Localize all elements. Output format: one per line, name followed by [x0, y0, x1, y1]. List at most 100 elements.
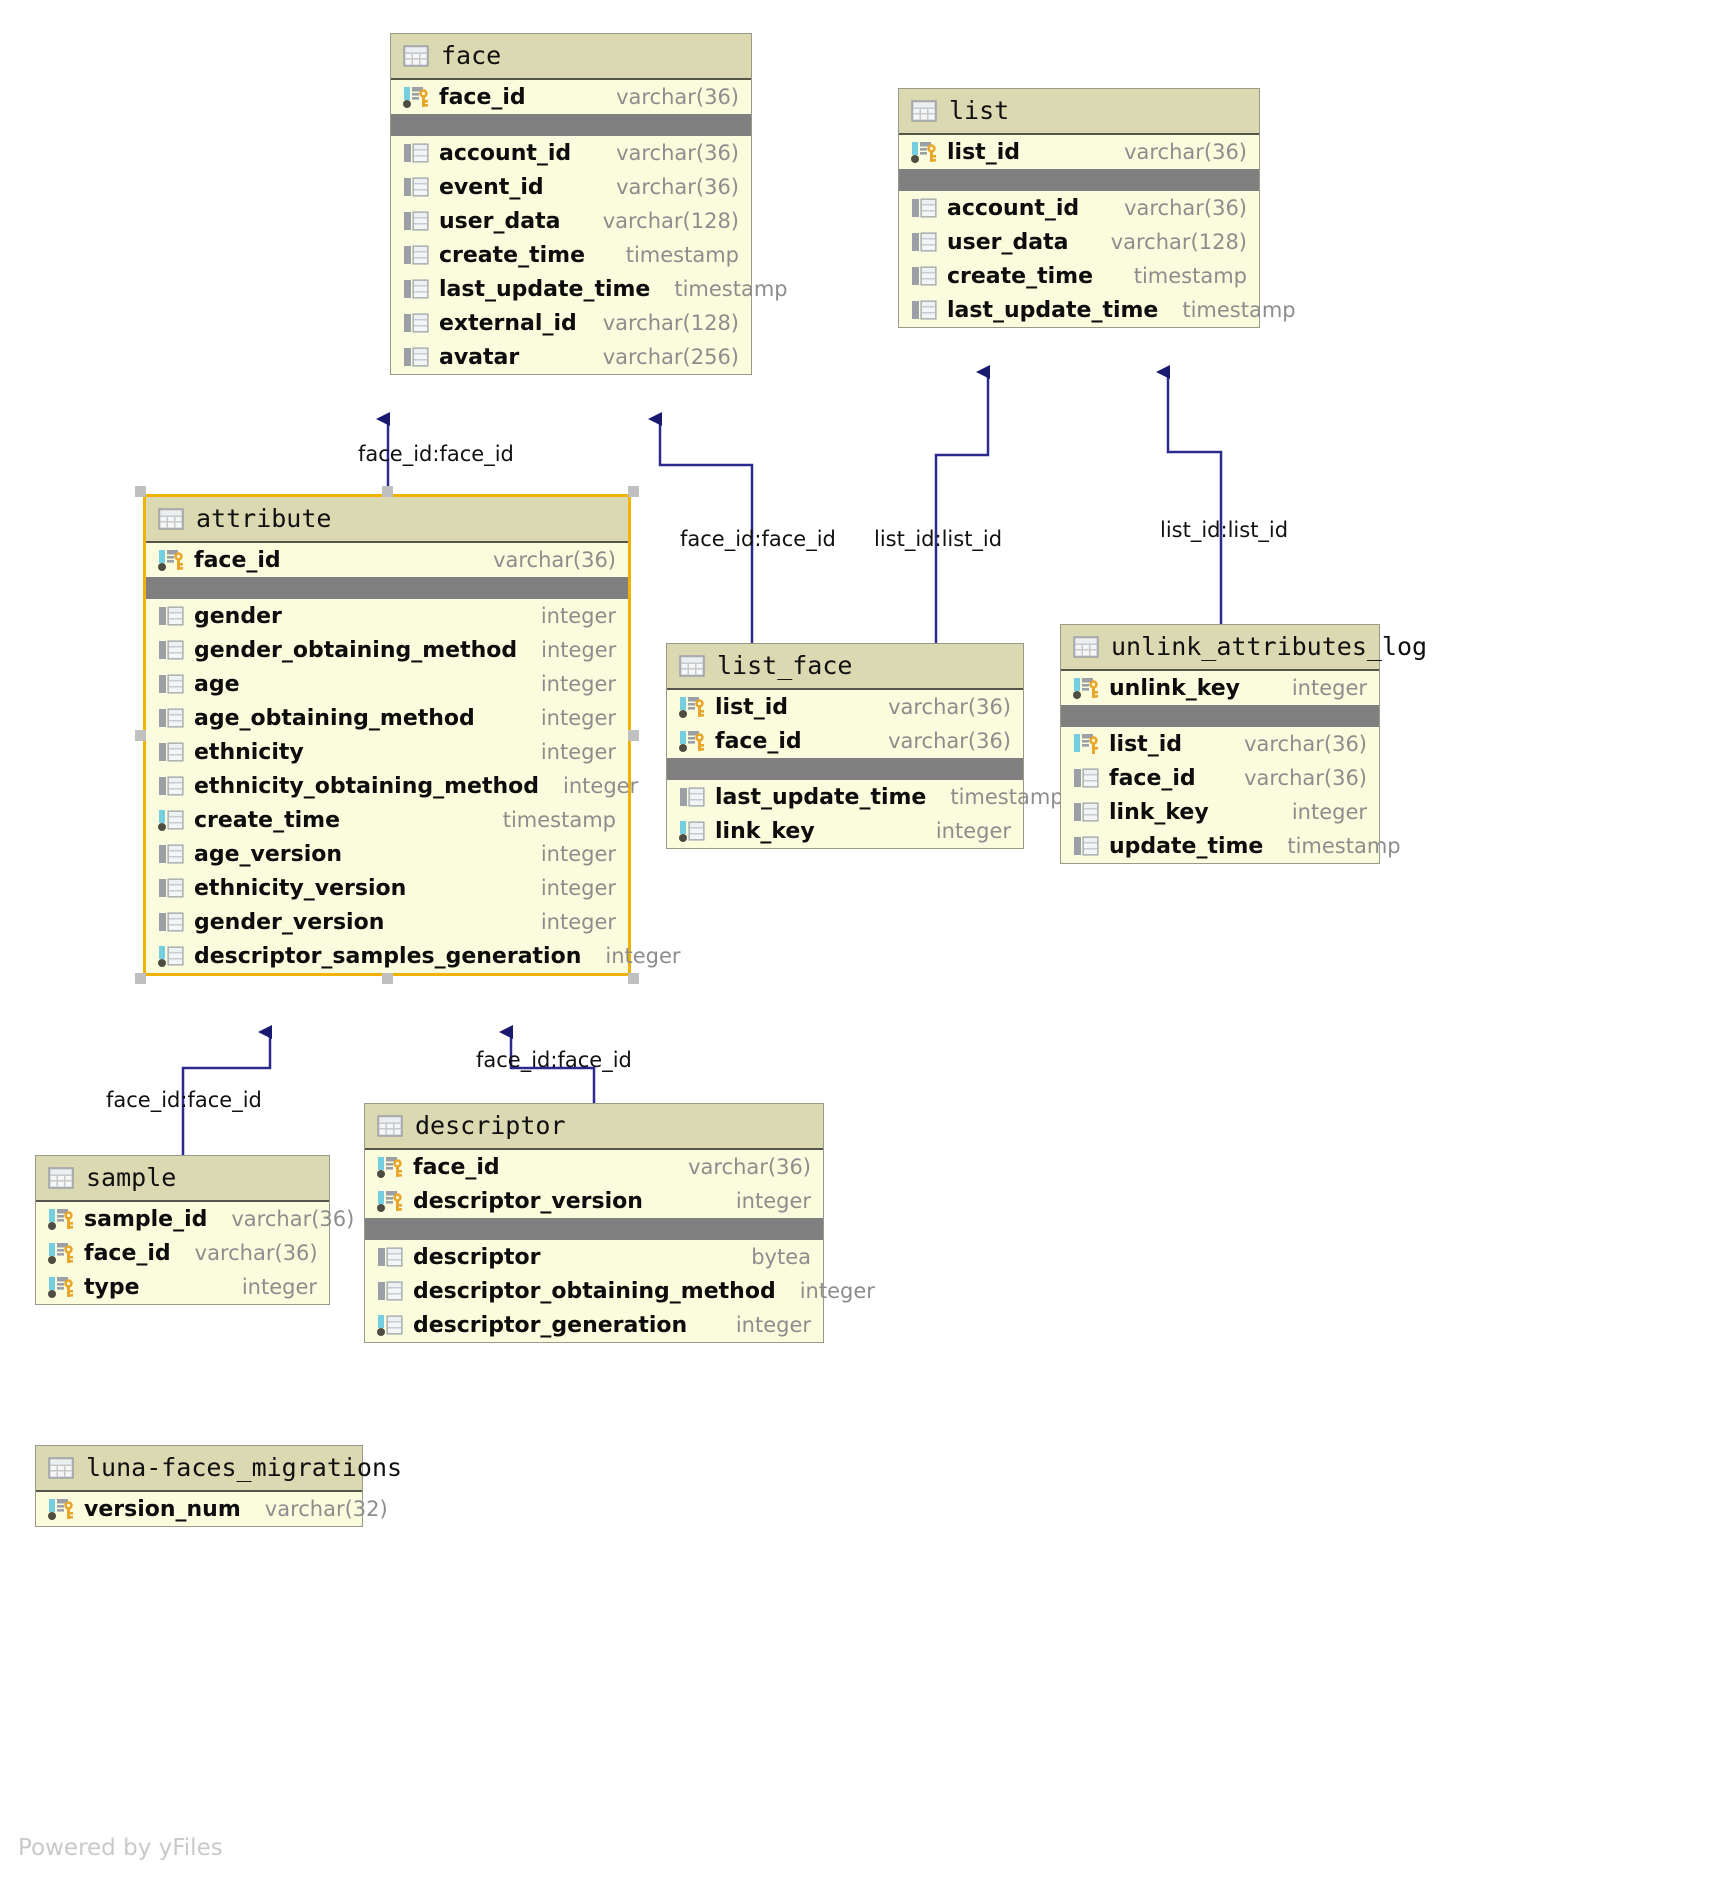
- column-type: varchar(36): [231, 1207, 355, 1231]
- column-type: integer: [735, 1189, 811, 1213]
- table-icon: [679, 654, 705, 677]
- foreign-key-icon: [1074, 734, 1098, 754]
- column-name: list_id: [947, 139, 1020, 165]
- entity-header-sample[interactable]: sample: [36, 1156, 329, 1202]
- selection-handle[interactable]: [628, 973, 639, 984]
- entity-header-list_face[interactable]: list_face: [667, 644, 1023, 690]
- column-name: descriptor: [413, 1244, 541, 1270]
- selection-handle[interactable]: [135, 973, 146, 984]
- column-name: last_update_time: [439, 276, 651, 302]
- column-name: user_data: [947, 229, 1069, 255]
- column-type: integer: [540, 672, 616, 696]
- entity-header-attribute[interactable]: attribute: [146, 497, 628, 543]
- entity-header-luna_faces_migrations[interactable]: luna-faces_migrations: [36, 1446, 402, 1492]
- column-name: link_key: [1109, 799, 1209, 825]
- column-type: varchar(128): [602, 209, 739, 233]
- column-type: varchar(36): [493, 548, 616, 572]
- column-name: face_id: [1109, 765, 1196, 791]
- column-name: unlink_key: [1109, 675, 1241, 701]
- column-icon: [404, 347, 429, 367]
- selection-handle[interactable]: [628, 730, 639, 741]
- table-icon: [403, 44, 429, 67]
- table-icon: [48, 1166, 74, 1189]
- edge-label-sample-attribute: face_id:face_id: [106, 1088, 262, 1112]
- column-icon: [404, 211, 429, 231]
- entity-header-unlink_attributes_log[interactable]: unlink_attributes_log: [1061, 625, 1427, 671]
- entity-header-descriptor[interactable]: descriptor: [365, 1104, 823, 1150]
- selection-handle[interactable]: [135, 486, 146, 497]
- column-icon: [404, 177, 429, 197]
- entity-title: list_face: [717, 651, 853, 680]
- edge-label-descriptor-attribute: face_id:face_id: [476, 1048, 632, 1072]
- column-icon: [1074, 802, 1099, 822]
- selection-handle[interactable]: [135, 730, 146, 741]
- selection-handle[interactable]: [628, 486, 639, 497]
- primary-key-icon: [911, 142, 936, 163]
- column-type: varchar(36): [1124, 140, 1247, 164]
- selection-handle[interactable]: [382, 973, 393, 984]
- column-name: gender_obtaining_method: [194, 637, 518, 663]
- column-row[interactable]: list_id varchar(36): [899, 135, 1259, 169]
- entity-header-list[interactable]: list: [899, 89, 1259, 135]
- entity-header-face[interactable]: face: [391, 34, 751, 80]
- edge-label-list_face-face: face_id:face_id: [680, 527, 836, 551]
- column-type: varchar(36): [1244, 766, 1367, 790]
- column-row[interactable]: face_id varchar(36): [1061, 761, 1379, 795]
- key-divider: [1061, 705, 1379, 727]
- column-icon: [680, 787, 705, 807]
- column-type: integer: [563, 774, 639, 798]
- selection-handle[interactable]: [382, 486, 393, 497]
